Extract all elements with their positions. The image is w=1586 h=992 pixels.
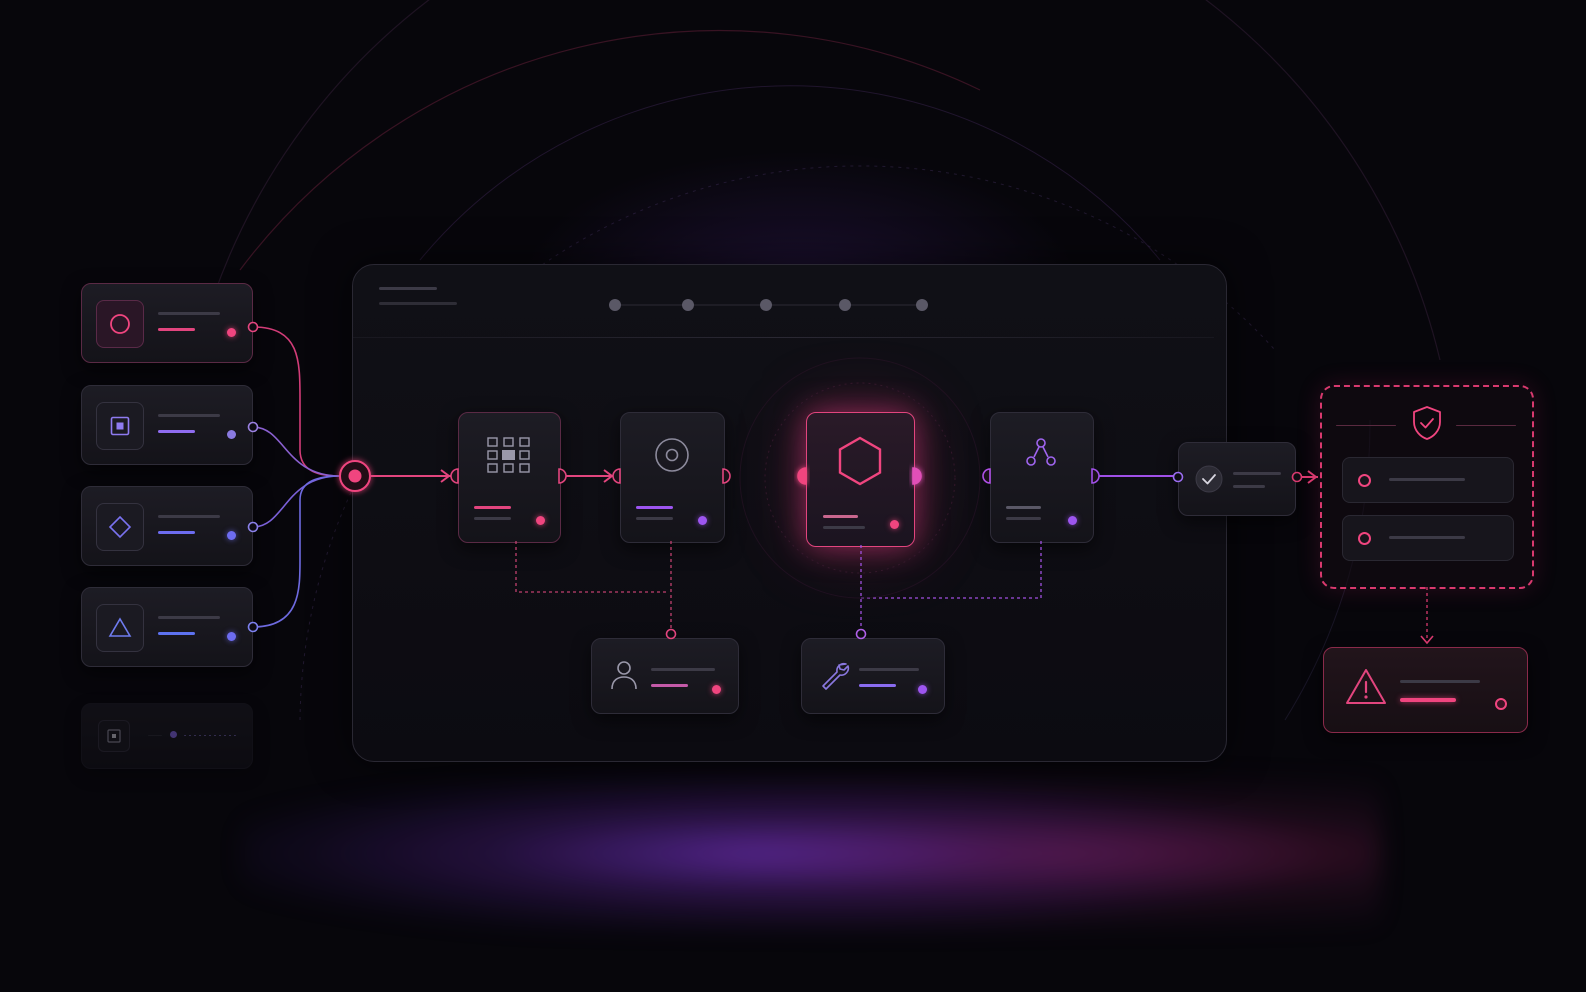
branch-value-bar [651, 684, 688, 687]
alert-card[interactable] [1323, 647, 1528, 733]
hexagon-icon [838, 436, 882, 486]
input-label-placeholder [158, 616, 220, 619]
input-status-dot [227, 531, 236, 540]
input-status-dot [227, 328, 236, 337]
faded-dotted-line [184, 735, 236, 736]
input-value-bar [158, 328, 195, 331]
warning-icon [1346, 669, 1386, 704]
branch-card-user[interactable] [591, 638, 739, 714]
triangle-icon [108, 617, 132, 637]
stage-card-hexagon[interactable] [806, 412, 915, 547]
validation-rule-right [1456, 425, 1516, 426]
input-status-dot [227, 430, 236, 439]
stage-label-placeholder [636, 517, 673, 520]
input-icon-box [96, 604, 144, 652]
input-label-placeholder [158, 414, 220, 417]
stage-value-bar [823, 515, 858, 518]
input-icon-box [96, 503, 144, 551]
input-card-diamond[interactable] [81, 486, 253, 566]
input-label-placeholder [158, 312, 220, 315]
small-square-icon [107, 729, 121, 743]
shield-check-icon [1413, 406, 1441, 440]
grid-icon [487, 437, 530, 473]
branch-status-dot [918, 685, 927, 694]
stage-status-dot [890, 520, 899, 529]
input-value-bar [158, 430, 195, 433]
validation-row[interactable] [1342, 515, 1514, 561]
stage-value-bar [474, 506, 511, 509]
stage-label-placeholder [474, 517, 511, 520]
check-value-placeholder [1233, 485, 1265, 488]
alert-value-bar [1400, 698, 1456, 702]
check-card[interactable] [1178, 442, 1296, 516]
stage-status-dot [698, 516, 707, 525]
target-icon [655, 438, 689, 472]
branch-label-placeholder [651, 668, 715, 671]
faded-status-dot [170, 731, 177, 738]
stage-card-nodes[interactable] [990, 412, 1094, 543]
alert-status-dot [1495, 698, 1507, 710]
panel-subtitle-placeholder [379, 302, 457, 305]
user-icon [611, 661, 637, 690]
check-label-placeholder [1233, 472, 1281, 475]
stage-value-bar [636, 506, 673, 509]
validation-rule-left [1336, 425, 1396, 426]
input-card-faded[interactable] [81, 703, 253, 769]
circle-icon [110, 314, 130, 334]
floor-glow [240, 760, 1380, 930]
validation-row-radio[interactable] [1358, 474, 1371, 487]
input-status-dot [227, 632, 236, 641]
stage-label-placeholder [823, 526, 865, 529]
alert-label-placeholder [1400, 680, 1480, 683]
branch-status-dot [712, 685, 721, 694]
validation-row-radio[interactable] [1358, 532, 1371, 545]
input-label-placeholder [158, 515, 220, 518]
panel-title-placeholder [379, 287, 437, 290]
input-card-square[interactable] [81, 385, 253, 465]
stage-status-dot [536, 516, 545, 525]
stage-value-bar [1006, 506, 1041, 509]
square-icon [110, 416, 130, 436]
input-icon-box [96, 300, 144, 348]
input-value-bar [158, 531, 195, 534]
input-value-bar [158, 632, 195, 635]
wrench-icon [822, 662, 850, 690]
diamond-icon [108, 515, 132, 539]
stage-status-dot [1068, 516, 1077, 525]
branch-label-placeholder [859, 668, 919, 671]
faded-connector-line [148, 735, 162, 736]
panel-header-divider [353, 337, 1214, 338]
input-card-triangle[interactable] [81, 587, 253, 667]
validation-row[interactable] [1342, 457, 1514, 503]
input-icon-box [98, 720, 130, 752]
nodes-icon [1026, 438, 1056, 466]
input-card-circle[interactable] [81, 283, 253, 363]
check-icon [1195, 465, 1223, 493]
validation-card[interactable] [1320, 385, 1534, 589]
validation-row-placeholder [1389, 536, 1465, 539]
input-icon-box [96, 402, 144, 450]
validation-row-placeholder [1389, 478, 1465, 481]
branch-card-wrench[interactable] [801, 638, 945, 714]
stage-card-target[interactable] [620, 412, 725, 543]
stage-label-placeholder [1006, 517, 1041, 520]
branch-value-bar [859, 684, 896, 687]
stage-card-grid[interactable] [458, 412, 561, 543]
